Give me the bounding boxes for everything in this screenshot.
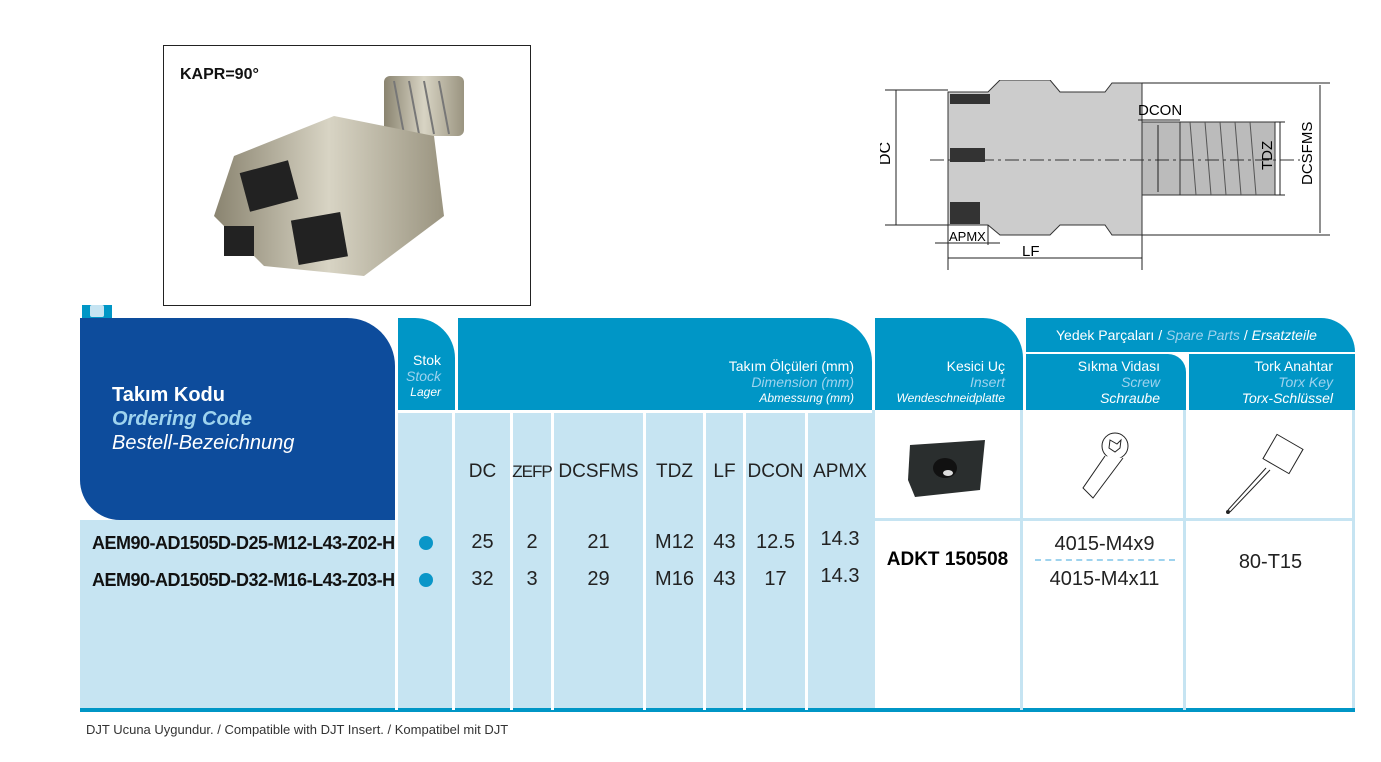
technical-drawing: DC DCON TDZ DCSFMS APMX LF [880, 80, 1330, 270]
key-label-en: Torx Key [1278, 374, 1333, 390]
cell-dcon-row-1: 12.5 [756, 531, 795, 553]
cell-apmx-row-1: 14.3 [820, 528, 860, 550]
col-apmx: APMX [808, 413, 872, 520]
dims-label-en: Dimension (mm) [751, 374, 854, 390]
dimensions-header: Takım Ölçüleri (mm) Dimension (mm) Abmes… [455, 318, 872, 410]
ordering-code-header: Takım Kodu Ordering Code Bestell-Bezeich… [80, 318, 395, 520]
footer-note: DJT Ucuna Uygundur. / Compatible with DJ… [86, 722, 509, 737]
stock-label-de: Lager [410, 385, 441, 399]
screw-code-row-1: 4015-M4x9 [1054, 533, 1155, 555]
table-body-left [80, 520, 872, 712]
col-lf: LF [706, 413, 743, 520]
cell-lf-row-1: 43 [713, 531, 736, 553]
cell-dcsfms-row-1: 21 [587, 531, 610, 553]
col-dcsfms: DCSFMS [554, 413, 643, 520]
screw-label-tr: Sıkma Vidası [1077, 358, 1160, 374]
table-bottom-rule [80, 708, 1355, 712]
tdz-dim-label: TDZ [1259, 141, 1276, 170]
spare-label-de: Ersatzteile [1251, 327, 1317, 343]
cell-zefp-row-1: 2 [526, 531, 538, 553]
code-label-tr: Takım Kodu [112, 384, 225, 406]
insert-label-en: Insert [969, 374, 1005, 390]
code-label-en: Ordering Code [112, 408, 253, 430]
ordering-code-row-2: AEM90-AD1505D-D32-M16-L43-Z03-H [92, 570, 395, 590]
insert-image [908, 440, 985, 497]
dims-label-de: Abmessung (mm) [759, 391, 854, 405]
screw-header: Sıkma Vidası Screw Schraube [1023, 354, 1186, 410]
insert-code: ADKT 150508 [886, 549, 1009, 570]
product-photo: KAPR=90° [163, 45, 531, 306]
stock-dot-row-1 [419, 536, 433, 550]
spare-label-en: Spare Parts [1166, 327, 1240, 343]
dcon-dim-label: DCON [1138, 102, 1182, 119]
apmx-dim-label: APMX [949, 229, 986, 244]
stock-label-en: Stock [405, 368, 441, 384]
screw-label-en: Screw [1121, 374, 1160, 390]
col-tdz: TDZ [646, 413, 703, 520]
code-label-de: Bestell-Bezeichnung [112, 432, 295, 454]
cell-lf-row-2: 43 [713, 568, 736, 590]
key-label-tr: Tork Anahtar [1254, 358, 1333, 374]
cell-dc-row-2: 32 [471, 568, 494, 590]
ordering-code-row-1: AEM90-AD1505D-D25-M12-L43-Z02-H [92, 533, 395, 553]
dims-label-tr: Takım Ölçüleri (mm) [728, 358, 854, 374]
cell-apmx-row-2: 14.3 [820, 565, 860, 587]
col-dcon: DCON [746, 413, 805, 520]
cell-tdz-row-2: M16 [655, 568, 694, 590]
torx-key-icon [1226, 433, 1304, 514]
lf-dim-label: LF [1022, 243, 1040, 260]
spare-label-tr: Yedek Parçaları [1056, 327, 1155, 343]
milling-cutter-image [214, 76, 464, 276]
cell-tdz-row-1: M12 [655, 531, 694, 553]
spare-sep: / [1243, 327, 1248, 343]
stock-label-tr: Stok [412, 352, 441, 368]
spare-sep: / [1158, 327, 1163, 343]
kapr-label: KAPR=90° [180, 66, 259, 83]
cell-zefp-row-2: 3 [526, 568, 538, 590]
dc-dim-label: DC [880, 142, 894, 165]
col-dc: DC [455, 413, 510, 520]
screw-code-row-2: 4015-M4x11 [1049, 568, 1160, 590]
insert-label-de: Wendeschneidplatte [896, 391, 1005, 405]
insert-label-tr: Kesici Uç [946, 358, 1005, 374]
cell-dcon-row-2: 17 [764, 568, 787, 590]
cell-dcsfms-row-2: 29 [587, 568, 610, 590]
torx-key-header: Tork Anahtar Torx Key Torx-Schlüssel [1186, 354, 1355, 410]
insert-header: Kesici Uç Insert Wendeschneidplatte [872, 318, 1023, 410]
screw-label-de: Schraube [1100, 390, 1160, 406]
stock-header: Stok Stock Lager [395, 318, 455, 410]
stock-dot-row-2 [419, 573, 433, 587]
spare-parts-header: Yedek Parçaları / Spare Parts / Ersatzte… [1023, 318, 1355, 352]
key-label-de: Torx-Schlüssel [1241, 390, 1333, 406]
col-zefp: ZEFP [512, 413, 553, 520]
cell-dc-row-1: 25 [471, 531, 494, 553]
torx-key-code: 80-T15 [1238, 551, 1303, 573]
dcsfms-dim-label: DCSFMS [1299, 122, 1316, 185]
screw-icon [1082, 432, 1129, 499]
